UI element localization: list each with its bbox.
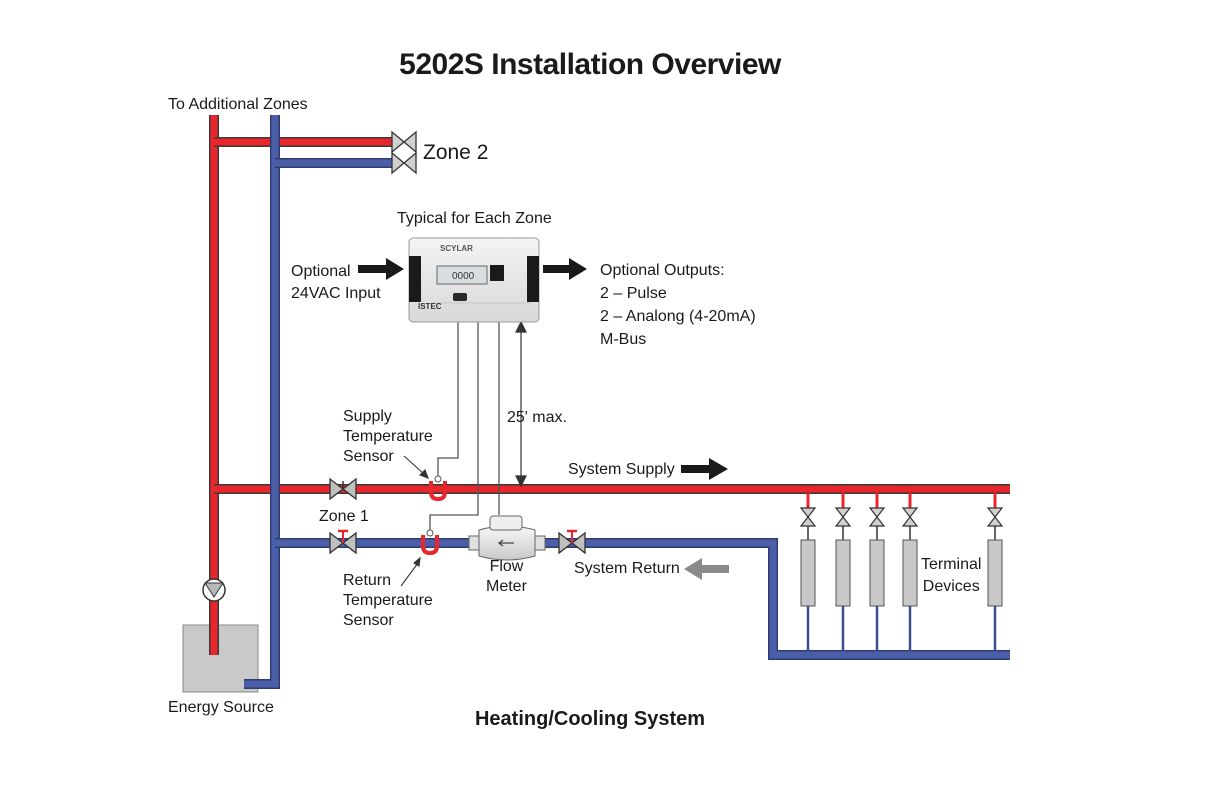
terminal-device-3 xyxy=(868,493,886,651)
supply-sensor-label: Supply Temperature Sensor xyxy=(343,407,433,467)
supply-temperature-sensor-icon xyxy=(429,475,447,502)
input-arrow-icon xyxy=(358,258,404,280)
flow-meter-label: Flow Meter xyxy=(486,557,527,597)
optional-input-line-2: 24VAC Input xyxy=(291,285,381,302)
distance-label: 25' max. xyxy=(507,409,567,426)
sensor-cables xyxy=(429,320,500,530)
return-sensor-line-3: Sensor xyxy=(343,612,394,629)
optional-outputs-label: Optional Outputs: 2 – Pulse 2 – Analong … xyxy=(600,261,756,349)
system-supply-label: System Supply xyxy=(568,461,675,478)
terminal-device-5 xyxy=(986,493,1004,651)
energy-source-label: Energy Source xyxy=(168,699,274,716)
supply-sensor-line-1: Supply xyxy=(343,408,392,425)
system-return-label: System Return xyxy=(574,560,680,577)
optional-input-line-1: Optional xyxy=(291,263,351,280)
terminal-devices-group xyxy=(799,493,1004,651)
flow-meter-icon xyxy=(468,515,546,561)
optional-outputs-line-2: 2 – Pulse xyxy=(600,285,667,302)
zone1-return-valve-icon xyxy=(329,529,357,555)
distance-dimension xyxy=(515,320,527,488)
supply-sensor-line-2: Temperature xyxy=(343,428,433,445)
terminal-devices-line-1: Terminal xyxy=(921,556,982,573)
diagram-subtitle: Heating/Cooling System xyxy=(474,708,706,730)
energy-meter-device xyxy=(408,237,540,323)
output-arrow-icon xyxy=(543,258,587,280)
supply-sensor-line-3: Sensor xyxy=(343,448,394,465)
diagram-title: 5202S Installation Overview xyxy=(399,48,781,81)
optional-outputs-line-4: M-Bus xyxy=(600,331,647,348)
system-return-arrow-icon xyxy=(684,558,729,580)
return-sensor-label: Return Temperature Sensor xyxy=(343,571,433,631)
flow-meter-line-2: Meter xyxy=(486,578,527,595)
zone2-label: Zone 2 xyxy=(423,141,489,164)
optional-outputs-line-1: Optional Outputs: xyxy=(600,262,725,279)
label-pointers xyxy=(400,455,429,587)
meter-brand: SCYLAR xyxy=(440,244,473,253)
to-additional-zones-label: To Additional Zones xyxy=(168,96,308,113)
return-sensor-line-1: Return xyxy=(343,572,392,589)
zone2-supply-valve-icon xyxy=(391,130,417,154)
optional-input-label: Optional 24VAC Input xyxy=(291,262,381,303)
typical-for-each-zone-label: Typical for Each Zone xyxy=(397,210,552,227)
optional-outputs-line-3: 2 – Analong (4-20mA) xyxy=(600,308,756,325)
terminal-device-1 xyxy=(799,493,817,651)
terminal-device-2 xyxy=(834,493,852,651)
terminal-devices-label: Terminal Devices xyxy=(921,554,981,598)
terminal-device-4 xyxy=(901,493,919,651)
flow-meter-line-1: Flow xyxy=(489,558,524,575)
zone2-return-valve-icon xyxy=(391,151,417,175)
terminal-devices-line-2: Devices xyxy=(922,578,980,595)
balancing-valve-icon xyxy=(558,529,586,555)
return-sensor-line-2: Temperature xyxy=(343,592,433,609)
zone1-label: Zone 1 xyxy=(319,508,369,525)
system-supply-arrow-icon xyxy=(681,458,728,480)
zone1-supply-valve-icon xyxy=(329,477,357,501)
pump-icon xyxy=(202,578,226,602)
return-riser xyxy=(244,115,280,689)
meter-maker: ISTEC xyxy=(418,302,442,311)
meter-display: 0000 xyxy=(452,271,475,282)
